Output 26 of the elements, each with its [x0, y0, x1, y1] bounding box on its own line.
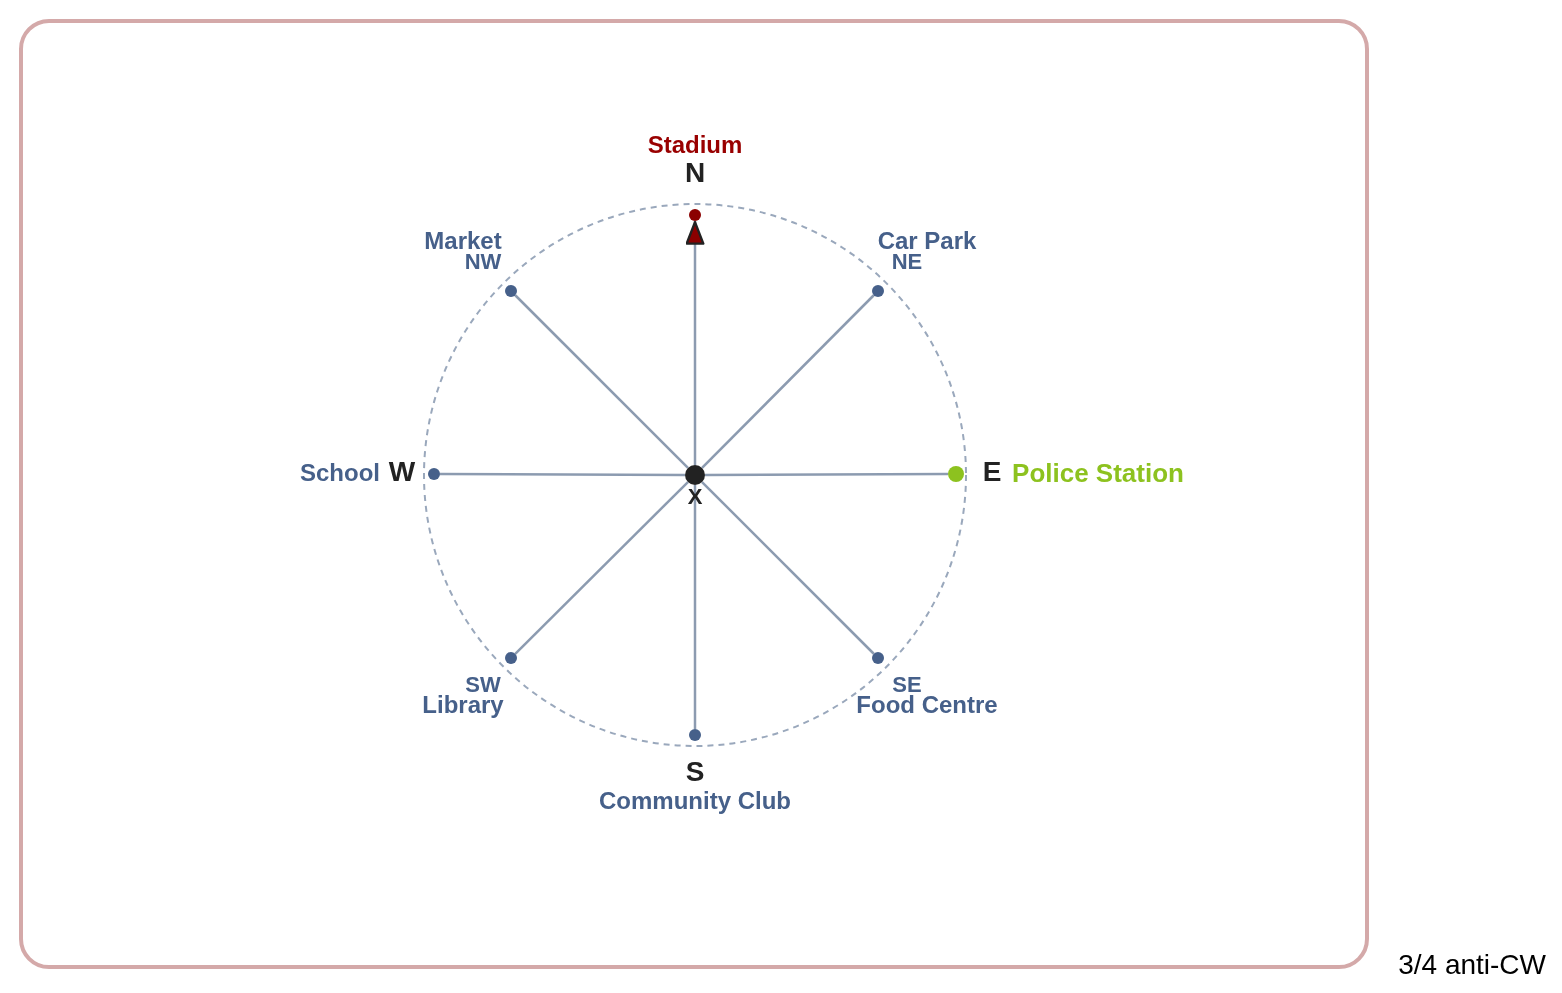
direction-label: SW	[465, 674, 501, 696]
place-label: Food Centre	[856, 693, 998, 717]
place-label: Car Park	[877, 229, 977, 253]
rotation-note: 3/4 anti-CW	[1398, 949, 1546, 981]
place-label: X	[687, 486, 703, 508]
direction-label: NE	[891, 251, 923, 273]
place-label: School	[300, 461, 380, 485]
direction-label: N	[684, 159, 706, 187]
place-label: Police Station	[1012, 460, 1184, 486]
connector-line	[701, 481, 875, 655]
place-label: Market	[424, 229, 502, 253]
connector-line	[440, 472, 685, 477]
connector-line	[693, 485, 697, 729]
connector-line	[514, 481, 689, 655]
direction-label: S	[685, 758, 705, 786]
connector-line	[514, 294, 689, 469]
direction-label: SE	[892, 674, 922, 696]
connector-line	[701, 294, 875, 469]
place-label: Stadium	[647, 133, 743, 157]
place-label: Community Club	[599, 789, 791, 813]
connector-line	[705, 472, 948, 477]
direction-label: NW	[464, 251, 502, 273]
place-label: Library	[422, 693, 504, 717]
direction-label: W	[388, 458, 416, 486]
direction-label: E	[982, 458, 1002, 486]
connector-line	[685, 221, 705, 465]
